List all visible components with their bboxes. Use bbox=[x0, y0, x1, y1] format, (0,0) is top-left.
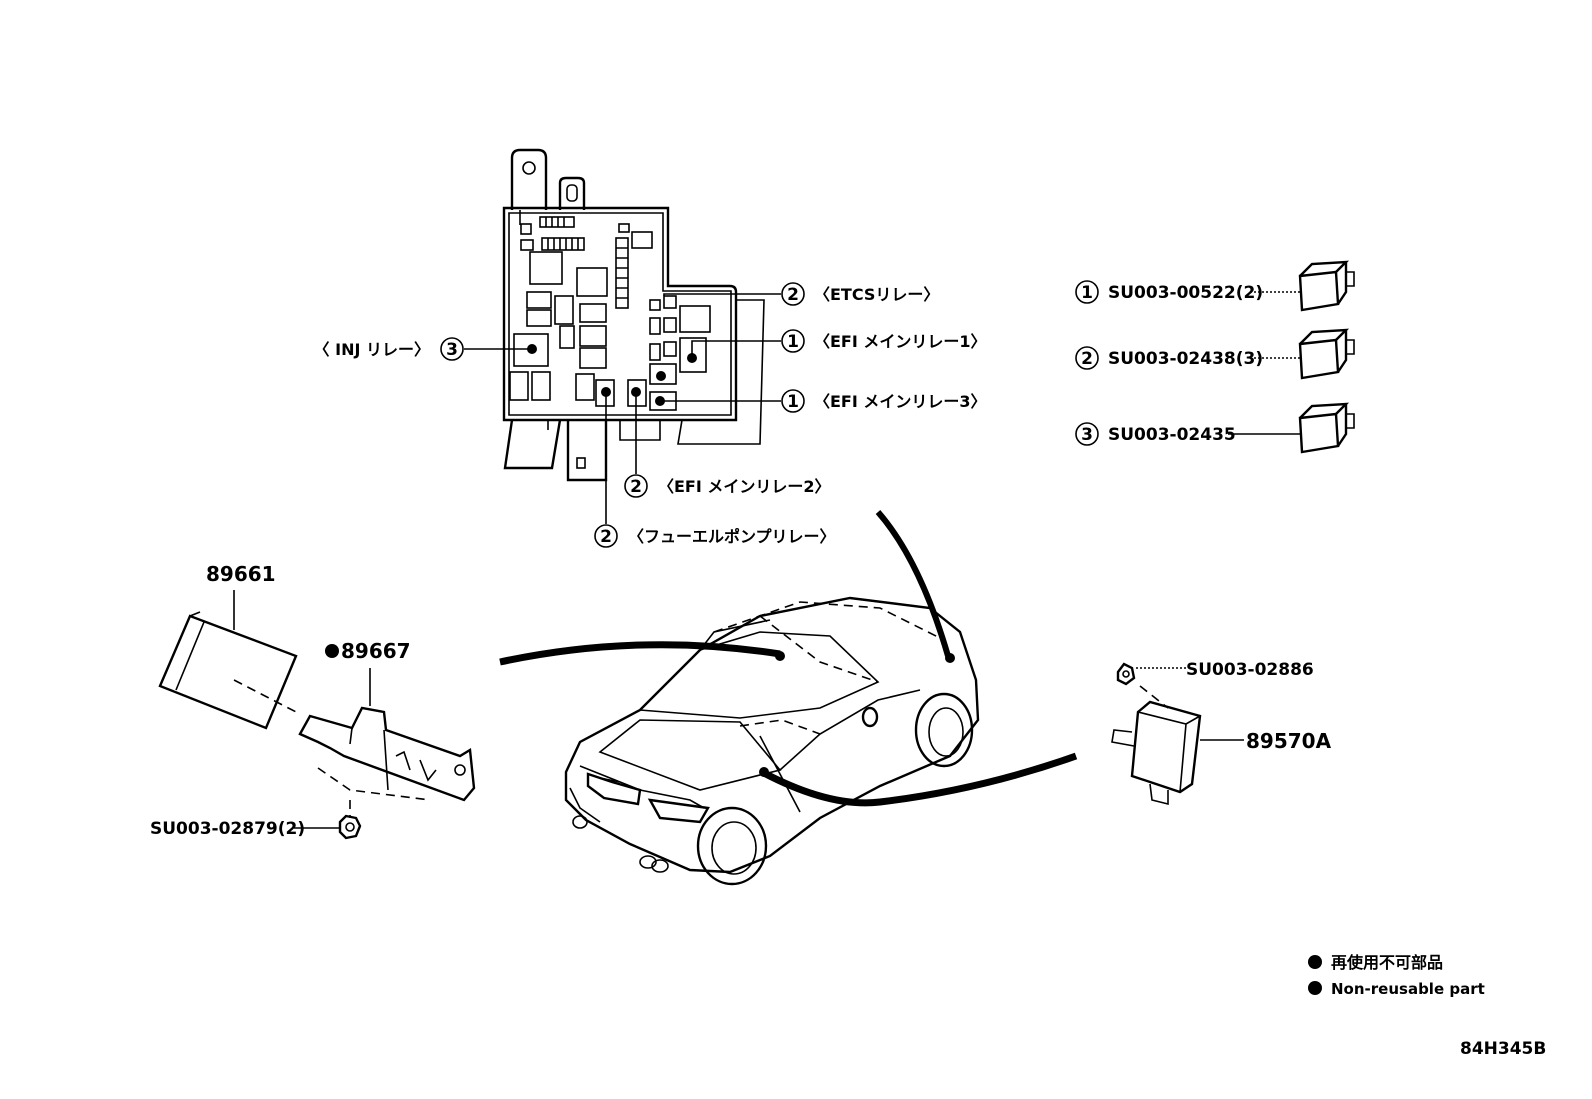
callout-efi-main-2: 2 〈EFI メインリレー2〉 bbox=[624, 474, 831, 498]
svg-text:2: 2 bbox=[1081, 349, 1093, 369]
relay-part-number: SU003-00522(2) bbox=[1108, 283, 1263, 303]
relay-icon bbox=[1298, 260, 1355, 312]
callout-fuel-pump: 2 〈フューエルポンプリレー〉 bbox=[594, 524, 836, 548]
svg-text:2: 2 bbox=[600, 527, 612, 547]
relay-part-2: 2 SU003-02438(3) bbox=[1075, 328, 1355, 380]
part-number-su003-02879: SU003-02879(2) bbox=[150, 819, 305, 839]
relay-box-drawing bbox=[502, 148, 765, 482]
callout-efi-main-1: 1 〈EFI メインリレー1〉 bbox=[781, 329, 987, 353]
relay-part-1: 1 SU003-00522(2) bbox=[1075, 260, 1355, 312]
svg-text:1: 1 bbox=[787, 332, 799, 352]
svg-text:2: 2 bbox=[787, 285, 799, 305]
svg-text:1: 1 bbox=[787, 392, 799, 412]
label-efi-main-relay-2: 〈EFI メインリレー2〉 bbox=[658, 477, 831, 496]
legend-text-jp: 再使用不可部品 bbox=[1331, 953, 1443, 972]
callout-inj: 3 〈 INJ リレー〉 bbox=[314, 337, 464, 361]
callout-efi-main-3: 1 〈EFI メインリレー3〉 bbox=[781, 389, 987, 413]
part-number-su003-02886: SU003-02886 bbox=[1186, 660, 1314, 680]
figure-code: 84H345B bbox=[1460, 1039, 1546, 1059]
relay-part-3: 3 SU003-02435 bbox=[1075, 402, 1355, 454]
relay-part-number: SU003-02438(3) bbox=[1108, 349, 1263, 369]
nut-left: SU003-02879(2) bbox=[150, 814, 362, 840]
part-number-89661: 89661 bbox=[206, 562, 276, 586]
legend-dot-icon bbox=[1308, 955, 1322, 969]
label-inj-relay: 〈 INJ リレー〉 bbox=[314, 340, 430, 359]
svg-text:2: 2 bbox=[630, 477, 642, 497]
part-number-89667: 89667 bbox=[341, 639, 411, 663]
module-89570a: SU003-02886 89570A bbox=[1111, 660, 1332, 806]
relay-icon bbox=[1298, 402, 1355, 454]
relay-icon bbox=[1298, 328, 1355, 380]
svg-text:3: 3 bbox=[446, 340, 458, 360]
label-efi-main-relay-3: 〈EFI メインリレー3〉 bbox=[814, 392, 987, 411]
relay-part-number: SU003-02435 bbox=[1108, 425, 1236, 445]
label-fuel-pump-relay: 〈フューエルポンプリレー〉 bbox=[628, 527, 836, 546]
legend-dot-icon bbox=[1308, 981, 1322, 995]
part-number-89570a: 89570A bbox=[1246, 729, 1332, 753]
ecu-89661: 89661 bbox=[158, 562, 301, 730]
legend-text-en: Non-reusable part bbox=[1331, 980, 1485, 998]
svg-text:3: 3 bbox=[1081, 425, 1093, 445]
label-etcs-relay: 〈ETCSリレー〉 bbox=[814, 285, 939, 304]
legend: 再使用不可部品 Non-reusable part bbox=[1308, 953, 1485, 998]
bracket-89667: 89667 bbox=[298, 639, 476, 818]
label-efi-main-relay-1: 〈EFI メインリレー1〉 bbox=[814, 332, 987, 351]
svg-text:1: 1 bbox=[1081, 283, 1093, 303]
relay-leader-lines bbox=[464, 293, 781, 524]
non-reusable-marker-icon bbox=[325, 644, 339, 658]
car-drawing bbox=[499, 510, 1078, 886]
callout-etcs: 2 〈ETCSリレー〉 bbox=[781, 282, 939, 306]
